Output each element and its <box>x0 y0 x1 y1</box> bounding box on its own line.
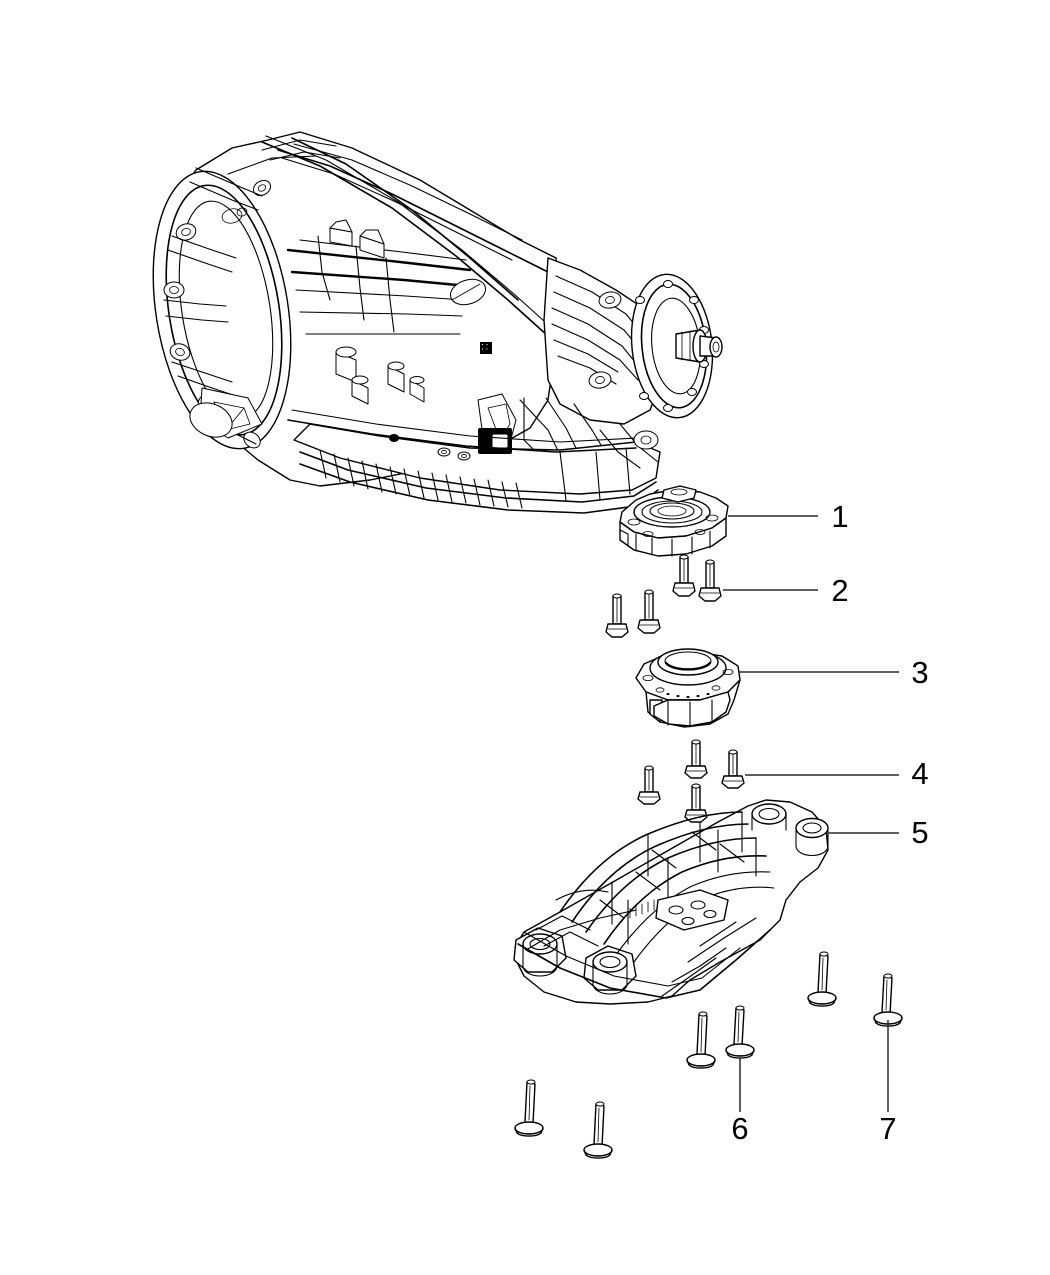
callout-number-6: 6 <box>731 1111 748 1146</box>
isolator-bolt-group <box>637 739 745 823</box>
callout-numbers: 1 2 3 4 5 6 7 <box>731 499 928 1146</box>
callout-number-3: 3 <box>911 655 928 690</box>
callout-number-4: 4 <box>911 756 928 791</box>
bolt-4a <box>637 765 661 805</box>
frame-bolt-6a <box>514 1079 544 1137</box>
frame-bolt-7b <box>873 973 903 1027</box>
bolt-2d <box>698 559 722 602</box>
rear-flange-bolts <box>635 280 709 412</box>
crossmember-ribs <box>559 811 775 963</box>
bracket-bolt-group <box>605 554 722 638</box>
bolt-2b <box>637 589 661 634</box>
bolt-4b <box>684 739 708 779</box>
bolt-2c <box>672 554 696 597</box>
callout-number-7: 7 <box>879 1111 896 1146</box>
callout-number-5: 5 <box>911 815 928 850</box>
isolator-flange-detail <box>666 693 710 698</box>
bolt-2a <box>605 593 629 638</box>
transmission-assembly <box>152 131 723 514</box>
callout-number-2: 2 <box>831 573 848 608</box>
leader-lines <box>723 515 899 1112</box>
frame-bolt-7a <box>807 951 837 1007</box>
mount-bracket <box>619 485 729 557</box>
mount-isolator <box>635 648 741 728</box>
output-shaft <box>675 329 723 363</box>
bolt-4c <box>684 783 708 823</box>
frame-bolt-group <box>514 951 903 1159</box>
frame-bolt-6b <box>583 1101 613 1159</box>
case-fittings <box>317 219 425 405</box>
frame-bolt-6d <box>725 1005 755 1059</box>
bolt-4d <box>721 749 745 789</box>
crossmember <box>513 799 829 1005</box>
crossmember-rib-strip <box>629 899 655 919</box>
frame-bolt-6c <box>686 1011 716 1069</box>
callout-number-1: 1 <box>831 499 848 534</box>
